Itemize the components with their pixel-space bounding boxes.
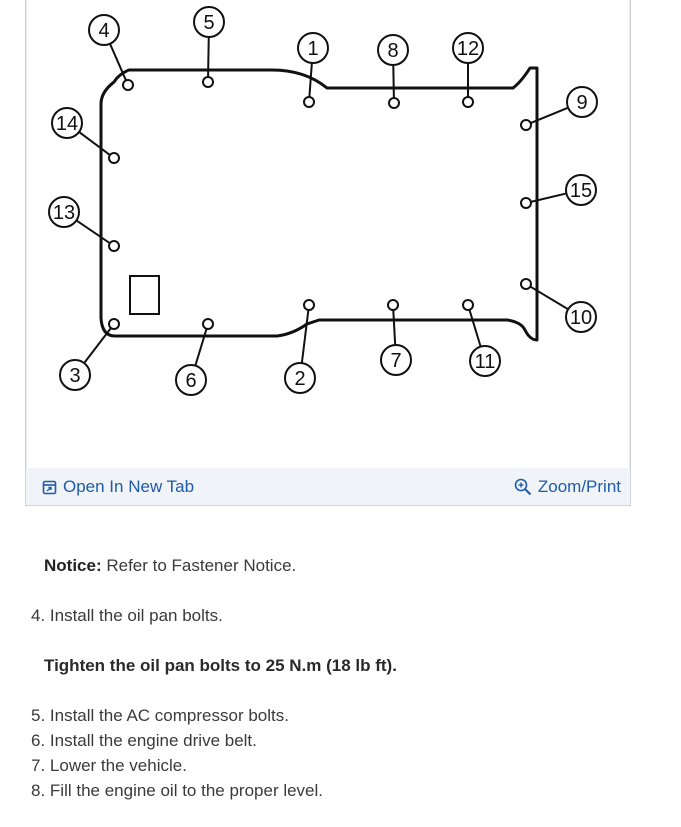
callout-number: 4 [98, 20, 109, 42]
callout-circle [469, 345, 501, 377]
bolt-hole-marker [462, 96, 474, 108]
callout-leader-line [468, 309, 482, 347]
step-number: 4. [31, 606, 46, 625]
callout-leader-line [530, 192, 567, 203]
callout-circle [566, 86, 598, 118]
callout-number: 7 [390, 350, 401, 372]
callout-leader-line [392, 64, 395, 99]
callout-leader-line [109, 43, 127, 81]
step-text: Install the oil pan bolts. [45, 606, 223, 625]
step-number: 6. [31, 731, 46, 750]
callout-circle [48, 196, 80, 228]
notice-label: Notice: [44, 556, 102, 575]
callout-circle [452, 32, 484, 64]
callout-circle [297, 32, 329, 64]
step-text: Lower the vehicle. [45, 756, 187, 775]
step-number: 5. [31, 706, 46, 725]
oil-pan-outline [99, 66, 539, 342]
zoom-print-link[interactable]: Zoom/Print [514, 477, 621, 497]
callout-leader-line [530, 106, 569, 125]
callout-number: 2 [294, 368, 305, 390]
callout-circle [284, 362, 316, 394]
callout-circle [59, 359, 91, 391]
step-number: 8. [31, 781, 46, 800]
bolt-hole-marker [462, 299, 474, 311]
callout-circle [377, 34, 409, 66]
bolt-hole-marker [202, 76, 214, 88]
callout-circle [565, 301, 597, 333]
external-tab-icon [42, 480, 57, 494]
callout-number: 12 [457, 38, 479, 60]
callout-circle [88, 14, 120, 46]
bolt-hole-marker [387, 299, 399, 311]
callout-number: 3 [69, 365, 80, 387]
bolt-hole-marker [202, 318, 214, 330]
callout-leader-line [529, 285, 569, 311]
zoom-magnifier-icon [514, 478, 532, 496]
step-item: 6. Install the engine drive belt. [31, 731, 257, 751]
callout-number: 5 [203, 12, 214, 34]
callout-circle [193, 6, 225, 38]
figure-canvas: 4 5 1 8 12 14 9 15 13 10 3 6 2 7 11 [26, 0, 630, 468]
callout-leader-line [300, 309, 310, 364]
step-item: 8. Fill the engine oil to the proper lev… [31, 781, 323, 801]
tighten-spec: Tighten the oil pan bolts to 25 N.m (18 … [44, 656, 397, 675]
pan-feature-rectangle [129, 275, 160, 315]
callout-circle [175, 364, 207, 396]
bolt-hole-marker [108, 240, 120, 252]
callout-circle [565, 174, 597, 206]
bolt-hole-marker [520, 278, 532, 290]
callout-number: 1 [307, 38, 318, 60]
step-number: 7. [31, 756, 46, 775]
callout-number: 13 [53, 202, 75, 224]
zoom-print-label: Zoom/Print [537, 477, 621, 496]
callout-number: 6 [185, 370, 196, 392]
bolt-hole-marker [303, 299, 315, 311]
callout-leader-line [78, 131, 111, 156]
bolt-hole-marker [108, 318, 120, 330]
callout-number: 15 [570, 180, 592, 202]
step-text: Install the engine drive belt. [45, 731, 257, 750]
callout-number: 9 [576, 92, 587, 114]
bolt-hole-marker [303, 96, 315, 108]
open-in-new-tab-link[interactable]: Open In New Tab [42, 477, 194, 497]
bolt-hole-marker [520, 119, 532, 131]
callout-circle [51, 107, 83, 139]
bolt-hole-marker [520, 197, 532, 209]
bolt-hole-marker [122, 79, 134, 91]
callout-number: 14 [56, 113, 78, 135]
callout-leader-line [75, 219, 111, 245]
callout-leader-line [207, 36, 210, 78]
callout-leader-line [194, 328, 208, 366]
callout-number: 10 [570, 307, 592, 329]
step-text: Install the AC compressor bolts. [45, 706, 289, 725]
bolt-hole-marker [388, 97, 400, 109]
callout-leader-line [392, 309, 397, 346]
callout-number: 11 [475, 351, 496, 373]
step-item: 5. Install the AC compressor bolts. [31, 706, 289, 726]
callout-leader-line [308, 62, 313, 98]
oil-pan-bolt-diagram: 4 5 1 8 12 14 9 15 13 10 3 6 2 7 11 [48, 6, 598, 396]
step-item: 4. Install the oil pan bolts. [31, 606, 223, 626]
notice-text: Refer to Fastener Notice. [101, 556, 297, 575]
notice-paragraph: Notice: Refer to Fastener Notice. [44, 556, 296, 576]
step-text: Fill the engine oil to the proper level. [45, 781, 324, 800]
callout-circle [380, 344, 412, 376]
callout-number: 8 [387, 40, 398, 62]
callout-leader-line [83, 327, 112, 364]
bolt-hole-marker [108, 152, 120, 164]
step-item: 7. Lower the vehicle. [31, 756, 187, 776]
open-in-new-tab-label: Open In New Tab [63, 477, 195, 496]
figure-toolbar: Open In New Tab Zoom/Print [26, 468, 630, 505]
